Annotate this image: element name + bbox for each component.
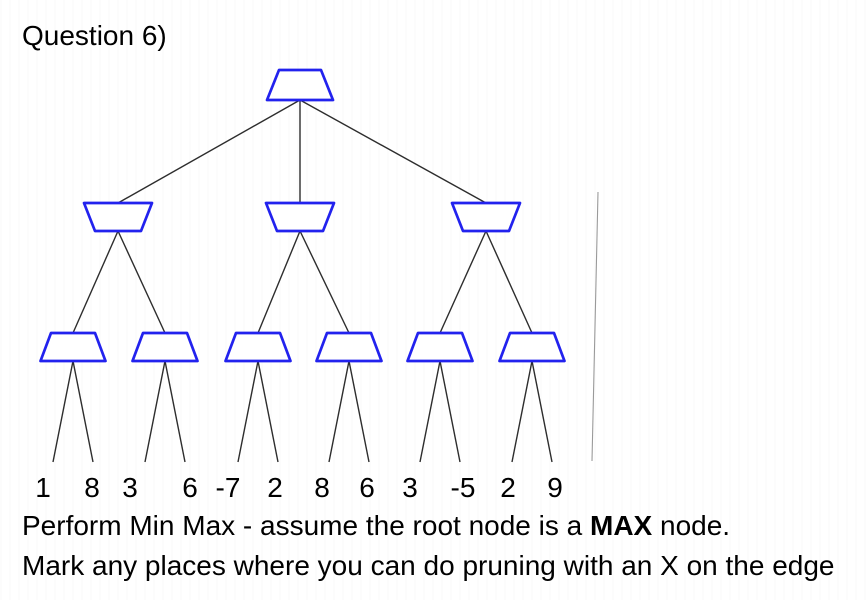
root-max-node [265, 68, 335, 102]
edge-leaf3-value5 [237, 360, 259, 463]
edge-min1-leaf2 [117, 230, 166, 334]
edge-min2-leaf3 [257, 230, 301, 334]
question-title: Question 6) [22, 20, 167, 51]
leaf-value-11: 2 [500, 472, 516, 503]
leaf-value-9: 3 [402, 472, 418, 503]
edge-leaf2-value3 [144, 360, 166, 463]
edge-leaf6-value12 [531, 360, 553, 463]
edge-min3-leaf6 [485, 230, 533, 334]
min-node-1 [82, 201, 154, 233]
leaf-max-node-4 [315, 331, 383, 363]
edge-leaf6-value11 [511, 360, 533, 463]
instruction-line1-prefix: Perform Min Max - assume the root node i… [22, 510, 590, 541]
edge-root-min1 [117, 99, 301, 204]
leaf-max-node-2 [131, 331, 199, 363]
leaf-value-2: 8 [84, 472, 100, 503]
leaf-max-node-3 [224, 331, 292, 363]
leaf-max-node-5 [406, 331, 474, 363]
leaf-value-8: 6 [359, 472, 375, 503]
edge-leaf4-value8 [348, 360, 370, 463]
leaf-value-7: 8 [314, 472, 330, 503]
instruction-line1-bold-max: MAX [590, 510, 653, 541]
edge-min3-leaf5 [439, 230, 487, 334]
min-node-3 [450, 201, 522, 233]
edge-leaf1-value1 [52, 360, 74, 463]
leaf-value-3: 3 [122, 472, 138, 503]
edge-leaf3-value6 [257, 360, 279, 463]
leaf-value-5: -7 [216, 472, 241, 503]
leaf-value-12: 9 [547, 472, 563, 503]
leaf-value-6: 2 [267, 472, 283, 503]
edge-leaf5-value10 [439, 360, 461, 463]
edge-leaf2-value4 [164, 360, 186, 463]
leaf-max-node-6 [498, 331, 566, 363]
leaf-value-1: 1 [35, 472, 51, 503]
instruction-line1-suffix: node. [652, 510, 731, 541]
edge-root-min3 [299, 99, 487, 204]
min-node-2 [264, 201, 336, 233]
leaf-max-node-1 [39, 331, 107, 363]
leaf-value-10: -5 [451, 472, 476, 503]
edge-leaf4-value7 [328, 360, 350, 463]
leaf-value-4: 6 [182, 472, 198, 503]
edge-leaf5-value9 [419, 360, 441, 463]
scan-artifact-line [591, 191, 599, 462]
instruction-line-2: Mark any places where you can do pruning… [22, 550, 835, 581]
edge-leaf1-value2 [72, 360, 94, 463]
edge-min2-leaf4 [299, 230, 350, 334]
instruction-line-1: Perform Min Max - assume the root node i… [22, 509, 730, 543]
edge-min1-leaf1 [72, 230, 119, 334]
